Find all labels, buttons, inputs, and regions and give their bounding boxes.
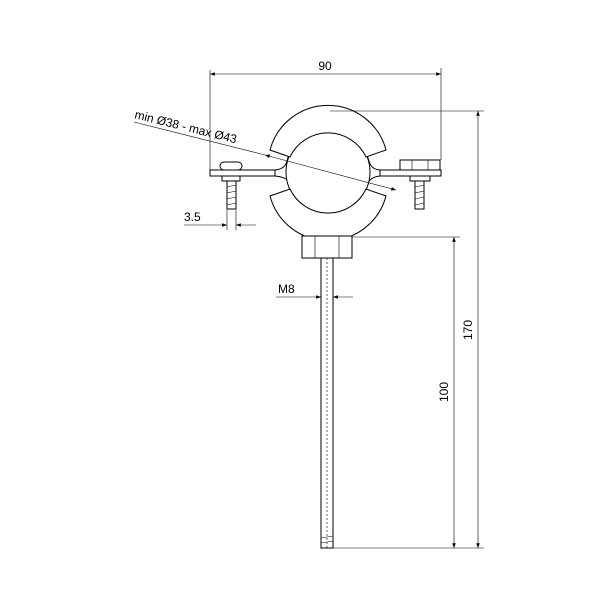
dimension-total-height: 170	[330, 110, 484, 548]
dimension-width: 90	[209, 59, 442, 172]
clamp-ring	[269, 104, 387, 242]
right-screw	[399, 159, 441, 210]
rod-length-label: 100	[437, 382, 451, 402]
dimension-rod-length: 100	[333, 236, 484, 549]
dimension-screw: 3.5	[184, 210, 256, 230]
thread-label: M8	[278, 282, 295, 296]
dimension-width-label: 90	[318, 59, 332, 73]
left-screw	[219, 161, 243, 210]
screw-diameter-label: 3.5	[184, 210, 201, 224]
total-height-label: 170	[461, 320, 475, 340]
pipe-range-label: min Ø38 - max Ø43	[133, 107, 238, 146]
dimension-thread: M8	[276, 282, 353, 299]
threaded-rod	[301, 235, 353, 549]
